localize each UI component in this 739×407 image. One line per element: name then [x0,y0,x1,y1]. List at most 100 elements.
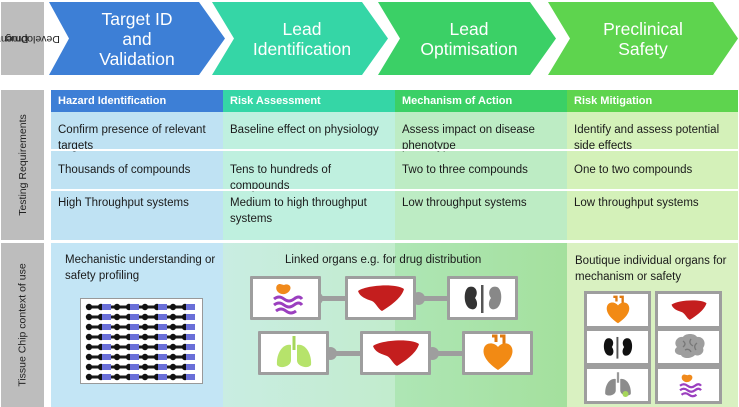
chip-port [141,333,149,341]
req-header: Mechanism of Action [395,90,567,112]
chip-well [102,304,111,310]
req-cell: Two to three compounds [402,164,528,176]
chip-well [130,364,139,370]
chip-port [169,323,177,331]
req-cell: Medium to high throughput systems [230,197,367,225]
chip-port [169,353,177,361]
organ-chip-stomach [250,276,321,320]
chip-well [102,344,111,350]
chip-well [186,304,195,310]
chip-port [85,313,93,321]
chip-well [186,354,195,360]
row-divider [51,189,738,191]
req-col-risk-assessment: Risk Assessment Baseline effect on physi… [223,90,395,240]
liver-icon [671,300,706,320]
liver-icon [372,340,419,366]
chip-port [113,323,121,331]
chip-well [186,344,195,350]
chip-well [130,314,139,320]
ctx-text-boutique: Boutique individual organs for mechanism… [575,255,727,283]
chip-port [85,343,93,351]
chip-port [169,303,177,311]
chip-port [113,373,121,381]
req-cell: Thousands of compounds [58,164,191,176]
chip-well [102,354,111,360]
chip-port [85,303,93,311]
lungs-icon [604,372,631,397]
req-cell: Low throughput systems [402,197,527,209]
chip-channel [89,375,194,379]
req-cell: Baseline effect on physiology [230,124,379,136]
heart-icon [483,334,512,370]
chip-well [186,324,195,330]
req-col-mechanism: Mechanism of Action Assess impact on dis… [395,90,567,240]
high-throughput-chip-array [80,298,203,384]
kidneys-icon [603,336,632,359]
heart-icon [606,295,629,324]
chip-port [113,353,121,361]
chip-channel [89,335,194,339]
req-col-hazard: Hazard Identification Confirm presence o… [51,90,223,240]
chip-well [102,334,111,340]
chip-well [158,324,167,330]
chip-well [102,314,111,320]
chip-well [130,344,139,350]
chip-port [141,363,149,371]
connector-line [320,296,350,301]
chip-well [102,374,111,380]
chip-channel [89,345,194,349]
chip-well [102,364,111,370]
brain-icon [674,334,705,358]
ctx-text-linked-organs: Linked organs e.g. for drug distribution [285,254,482,266]
req-cell: One to two compounds [574,164,693,176]
chip-well [130,374,139,380]
organ-chip-brain-single [655,328,722,366]
testing-requirements-label: Testing Requirements [1,90,44,240]
connector-line [430,351,465,356]
req-cell: High Throughput systems [58,197,189,209]
chip-port [141,373,149,381]
chip-well [186,334,195,340]
stomach-intestine-icon [272,284,303,315]
chip-port [85,353,93,361]
liver-icon [357,285,404,311]
chip-well [158,304,167,310]
chip-port [113,343,121,351]
chip-well [186,374,195,380]
chip-well [158,334,167,340]
req-header: Risk Mitigation [567,90,738,112]
chip-port [85,333,93,341]
chip-well [130,354,139,360]
req-header: Risk Assessment [223,90,395,112]
chip-port [141,323,149,331]
chip-well [130,304,139,310]
chip-port [113,313,121,321]
organ-chip-kidneys-single [584,328,651,366]
chip-channel [89,355,194,359]
chip-well [186,314,195,320]
chip-port [113,303,121,311]
chip-channel [89,325,194,329]
req-col-risk-mitigation: Risk Mitigation Identify and assess pote… [567,90,738,240]
chip-port [113,333,121,341]
chip-port [169,313,177,321]
chip-port [141,343,149,351]
chip-well [186,364,195,370]
connector-line [330,351,365,356]
chip-port [141,303,149,311]
organ-chip-liver-2 [360,331,431,375]
chip-port [169,333,177,341]
chip-well [158,374,167,380]
chip-port [113,363,121,371]
organ-chip-kidneys [447,276,518,320]
chip-well [130,334,139,340]
organ-chip-heart [462,331,533,375]
chip-well [158,364,167,370]
chip-channel [89,315,194,319]
lungs-icon [276,336,311,368]
chip-port [169,363,177,371]
chip-port [169,373,177,381]
